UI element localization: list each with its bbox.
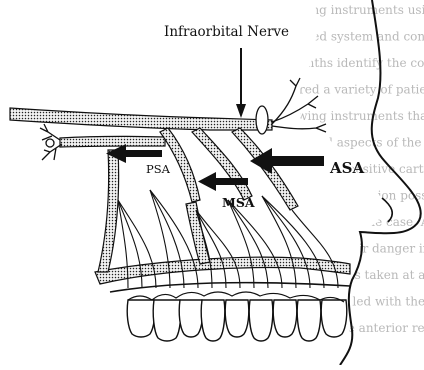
tooth	[321, 300, 347, 337]
posterior-branch	[60, 136, 165, 147]
psa-label: PSA	[146, 162, 171, 176]
tooth	[201, 300, 225, 341]
tooth	[179, 300, 203, 337]
upper-teeth-row	[127, 300, 347, 341]
tooth	[127, 300, 155, 337]
tooth	[273, 300, 297, 337]
tooth	[249, 300, 273, 341]
tooth	[153, 300, 181, 341]
tooth	[297, 300, 321, 341]
tooth	[225, 300, 249, 337]
msa-label: MSA	[222, 195, 255, 210]
infraorbital-nerve-label: Infraorbital Nerve	[164, 24, 289, 40]
asa-label: ASA	[329, 159, 364, 177]
